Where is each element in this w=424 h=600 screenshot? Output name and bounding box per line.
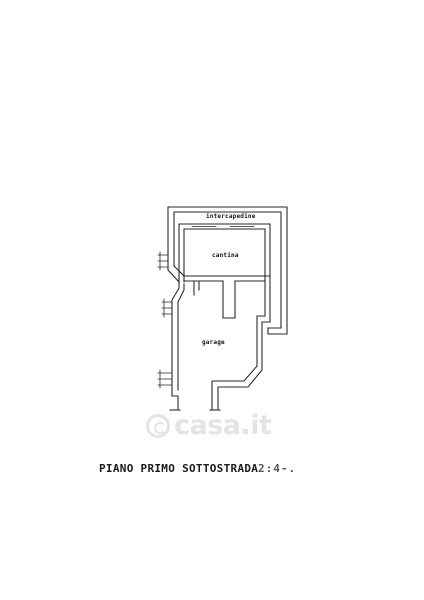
cantina-window-right	[229, 223, 255, 230]
outer-perimeter-inner-line	[173, 211, 282, 329]
room-label-garage: garage	[202, 339, 225, 346]
vent-middle	[161, 298, 173, 318]
floor-title: PIANO PRIMO SOTTOSTRADA	[99, 462, 259, 475]
room-label-intercapedine: intercapedine	[206, 213, 256, 220]
watermark-text: casa.it	[174, 410, 272, 441]
door-partition-center	[222, 280, 236, 319]
garage-left-wall-outer	[171, 281, 180, 411]
outer-perimeter-wall	[167, 206, 288, 335]
left-diagonal-upper	[167, 251, 180, 283]
watermark-icon	[146, 413, 170, 438]
watermark-logo: casa.it	[146, 410, 272, 441]
cantina-wall-outer	[178, 223, 271, 283]
room-label-cantina: cantina	[212, 252, 239, 259]
left-diagonal-upper-inner	[173, 249, 185, 277]
garage-left-wall-inner	[177, 283, 185, 391]
garage-right-wall-outer	[217, 275, 271, 411]
vent-upper	[157, 251, 169, 271]
cantina-bottom-wall	[183, 275, 271, 282]
cantina-wall-inner	[183, 228, 266, 283]
vent-lower	[157, 369, 173, 389]
door-partition-left	[193, 280, 200, 296]
floor-title-smudge: 2:4-.	[258, 462, 297, 475]
garage-right-wall-inner	[211, 275, 266, 411]
cantina-window-left	[191, 223, 217, 230]
